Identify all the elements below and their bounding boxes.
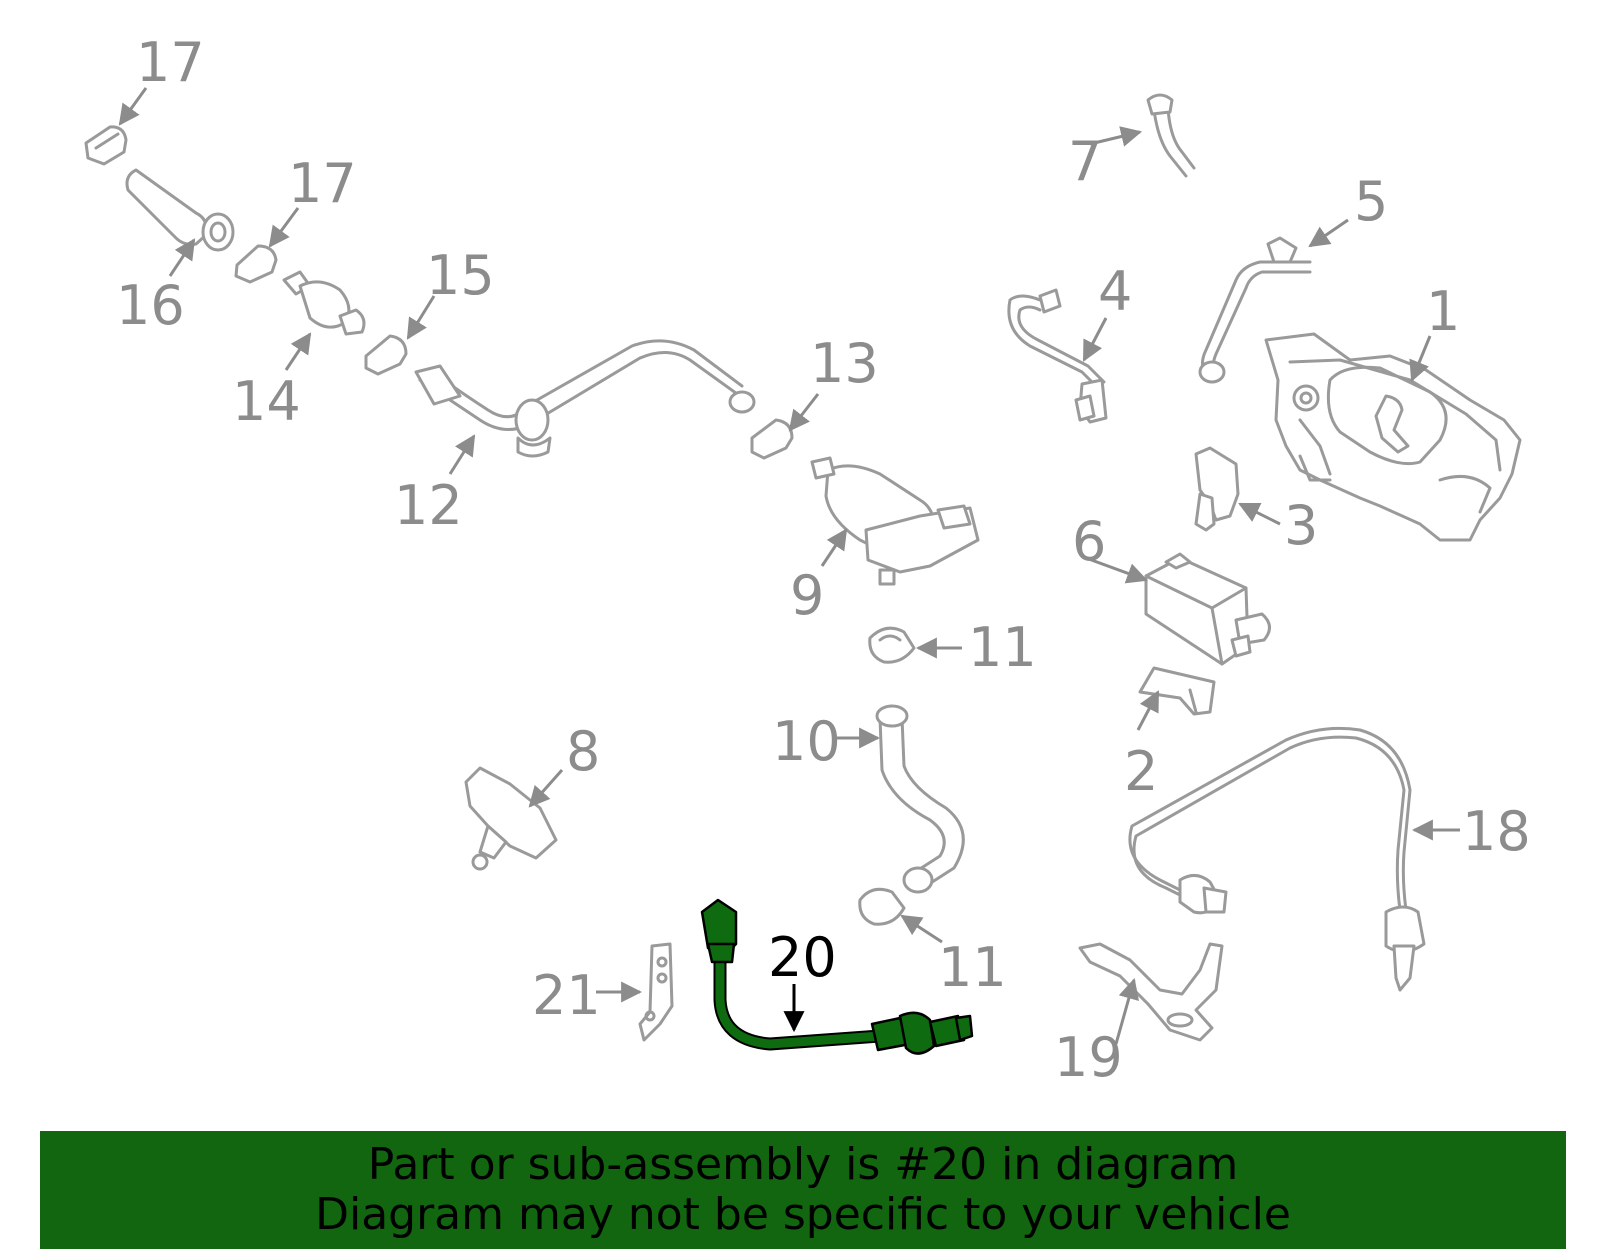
part-6-canister[interactable] — [1144, 552, 1271, 666]
part-3-sensor[interactable] — [1194, 446, 1240, 532]
callout-21: 21 — [532, 964, 601, 1027]
part-11-clip-a[interactable] — [868, 626, 916, 664]
part-13-clip[interactable] — [750, 418, 794, 460]
part-18-oxygen-sensor[interactable] — [1128, 726, 1426, 992]
callout-1: 1 — [1426, 280, 1460, 343]
part-15-clip[interactable] — [364, 334, 408, 376]
callout-14: 14 — [232, 370, 301, 433]
part-2-bracket[interactable] — [1138, 666, 1216, 716]
callout-3: 3 — [1284, 494, 1318, 557]
part-17-clip-a[interactable] — [84, 125, 128, 166]
banner-line-part: Part or sub-assembly is #20 in diagram — [367, 1139, 1239, 1190]
callout-16: 16 — [116, 274, 185, 337]
part-10-hose[interactable] — [875, 704, 965, 894]
callout-7: 7 — [1068, 130, 1102, 193]
info-banner: Part or sub-assembly is #20 in diagram D… — [40, 1131, 1566, 1249]
callout-2: 2 — [1124, 740, 1158, 803]
callout-13: 13 — [810, 332, 879, 395]
callout-17-b: 17 — [288, 152, 357, 215]
part-4-line[interactable] — [1007, 288, 1108, 424]
callout-20: 20 — [768, 926, 837, 989]
part-12-hose[interactable] — [414, 339, 756, 458]
callout-17-a: 17 — [136, 31, 205, 94]
callout-5: 5 — [1354, 170, 1388, 233]
leader-arrows — [118, 87, 1460, 1045]
parts-diagram: 17 16 17 14 15 12 13 9 11 10 11 8 21 20 … — [84, 31, 1531, 1089]
part-14-valve[interactable] — [282, 270, 366, 336]
callout-19: 19 — [1054, 1026, 1123, 1089]
callout-15: 15 — [426, 244, 495, 307]
banner-line-disclaimer: Diagram may not be specific to your vehi… — [315, 1189, 1291, 1240]
part-11-clip-b[interactable] — [858, 887, 906, 926]
callout-11-b: 11 — [938, 936, 1007, 999]
part-5-line[interactable] — [1198, 236, 1312, 384]
callout-18: 18 — [1462, 800, 1531, 863]
callout-12: 12 — [394, 474, 463, 537]
callout-9: 9 — [790, 564, 824, 627]
part-7-hose[interactable] — [1146, 93, 1196, 178]
callout-10: 10 — [772, 710, 841, 773]
callout-6: 6 — [1072, 510, 1106, 573]
part-16-hose[interactable] — [125, 168, 235, 252]
part-21-bracket[interactable] — [638, 942, 674, 1042]
part-8-sensor[interactable] — [464, 766, 558, 871]
callout-8: 8 — [566, 720, 600, 783]
part-1-canister[interactable] — [1264, 332, 1522, 542]
callout-11-a: 11 — [968, 616, 1037, 679]
part-20-oxygen-sensor[interactable] — [700, 898, 974, 1055]
part-9-purge-valve[interactable] — [810, 456, 980, 586]
part-17-clip-b[interactable] — [234, 244, 278, 284]
callout-4: 4 — [1098, 260, 1132, 323]
